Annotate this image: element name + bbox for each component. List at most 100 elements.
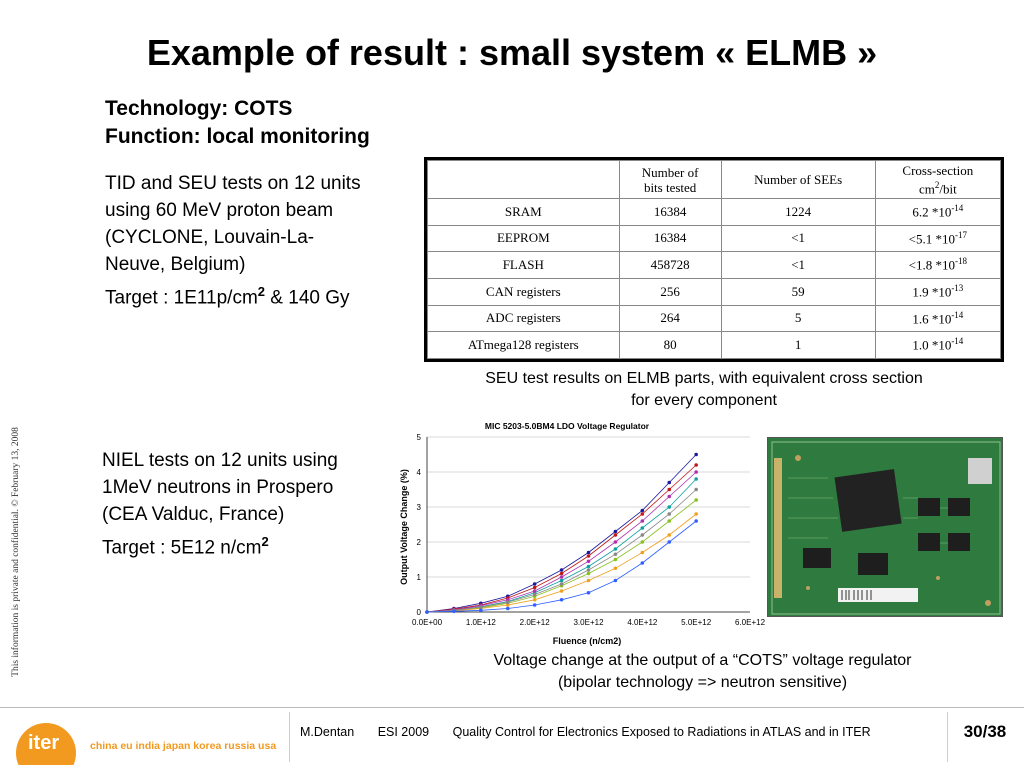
row-cross-section: 1.9 *10-13 [874, 277, 1002, 306]
chart-series-line [426, 513, 697, 613]
iter-logo: iter china eu india japan korea russia u… [16, 723, 276, 765]
table-row: EEPROM 16384 <1 <5.1 *10-17 [427, 224, 1002, 253]
tid-seu-description: TID and SEU tests on 12 units using 60 M… [105, 170, 405, 311]
tid-line: using 60 MeV proton beam [105, 200, 334, 221]
chart-point [586, 568, 591, 572]
chart-point [694, 487, 698, 492]
niel-description: NIEL tests on 12 units using 1MeV neutro… [102, 447, 392, 561]
chart-point [640, 526, 645, 530]
chart-point [532, 603, 537, 607]
row-sees: <1 [720, 251, 876, 279]
chart-point [586, 578, 591, 583]
row-cross-section: 1.6 *10-14 [874, 304, 1002, 333]
row-sees: 1224 [720, 198, 876, 226]
chart-point [640, 540, 645, 544]
chart-point [586, 550, 591, 555]
chart-x-tick: 6.0E+12 [735, 618, 766, 627]
row-name: ATmega128 registers [427, 331, 620, 359]
row-name: EEPROM [427, 224, 620, 253]
chart-point [613, 578, 618, 583]
row-name: CAN registers [427, 277, 620, 306]
tid-line: TID and SEU tests on 12 units [105, 173, 361, 194]
row-bits: 256 [618, 277, 722, 306]
chart-point [667, 540, 672, 544]
elmb-board-photo [767, 437, 1003, 617]
slide-subtitle: Technology: COTS Function: local monitor… [105, 95, 370, 151]
chart-point [640, 512, 645, 516]
row-bits: 264 [618, 304, 722, 333]
chart-point [613, 557, 618, 562]
chart-point [613, 533, 618, 537]
chart-point [613, 529, 618, 534]
chart-x-tick: 1.0E+12 [466, 618, 497, 627]
row-sees: 59 [720, 277, 876, 306]
chart-point [505, 603, 510, 607]
chart-y-tick: 4 [417, 468, 422, 477]
chart-point [559, 582, 564, 586]
chart-series-line [426, 454, 697, 613]
iter-members: china eu india japan korea russia usa [90, 740, 276, 752]
footer-event: ESI 2009 [377, 725, 430, 739]
table-row: ATmega128 registers 80 1 1.0 *10-14 [427, 331, 1002, 359]
row-name: ADC registers [427, 304, 620, 333]
chart-point [559, 575, 564, 579]
chart-point [559, 578, 564, 583]
niel-target: Target : 5E12 n/cm2 [102, 534, 269, 559]
row-bits: 16384 [618, 224, 722, 253]
chart-point [532, 589, 537, 593]
chart-y-tick: 0 [417, 608, 422, 617]
chart-point [694, 512, 698, 516]
chart-ylabel: Output Voltage Change (%) [399, 469, 409, 585]
row-sees: 1 [720, 331, 876, 359]
chart-point [532, 592, 537, 597]
row-cross-section: <5.1 *10-17 [874, 224, 1002, 253]
chart-y-tick: 2 [417, 538, 422, 547]
niel-line: (CEA Valduc, France) [102, 504, 285, 525]
tid-target: Target : 1E11p/cm2 & 140 Gy [105, 284, 350, 309]
niel-line: 1MeV neutrons in Prospero [102, 477, 334, 498]
chart-point [559, 568, 564, 572]
chart-point [479, 608, 483, 613]
chart-point [532, 597, 537, 602]
technology-line: Technology: COTS [105, 97, 293, 120]
chart-point [667, 533, 672, 537]
row-cross-section: 6.2 *10-14 [874, 198, 1002, 226]
confidentiality-note: This information is private and confiden… [11, 427, 21, 677]
chart-point [559, 571, 564, 576]
slide-title: Example of result : small system « ELMB … [146, 32, 878, 73]
row-name: SRAM [427, 198, 620, 226]
table-caption: SEU test results on ELMB parts, with equ… [485, 370, 923, 409]
row-bits: 16384 [618, 198, 722, 226]
row-name: FLASH [427, 251, 620, 279]
footer-divider [947, 712, 948, 762]
chart-x-tick: 0.0E+00 [412, 618, 443, 627]
voltage-change-chart: MIC 5203-5.0BM4 LDO Voltage Regulator 01… [399, 421, 766, 646]
chart-point [425, 610, 429, 614]
chart-point [667, 480, 672, 485]
chart-point [505, 606, 510, 611]
table-row: CAN registers 256 59 1.9 *10-13 [427, 277, 1002, 306]
chart-y-tick: 5 [417, 433, 422, 442]
row-cross-section: 1.0 *10-14 [874, 331, 1002, 359]
chart-point [479, 605, 483, 609]
chart-point [586, 571, 591, 576]
chart-point [640, 561, 645, 565]
function-line: Function: local monitoring [105, 125, 370, 148]
table-row: FLASH 458728 <1 <1.8 *10-18 [427, 251, 1002, 279]
chart-point [694, 470, 698, 474]
row-sees: <1 [720, 224, 876, 253]
chart-x-tick: 5.0E+12 [681, 618, 712, 627]
chart-point [586, 590, 591, 595]
niel-line: NIEL tests on 12 units using [102, 450, 338, 471]
chart-point [586, 559, 591, 564]
chart-point [505, 600, 510, 604]
footer-info: M.Dentan ESI 2009 Quality Control for El… [300, 725, 891, 739]
chart-point [559, 589, 564, 593]
chart-point [640, 550, 645, 555]
footer-author: M.Dentan [300, 725, 355, 739]
chart-y-tick: 3 [417, 503, 422, 512]
footer-rule [0, 707, 1024, 708]
chart-point [613, 566, 618, 571]
